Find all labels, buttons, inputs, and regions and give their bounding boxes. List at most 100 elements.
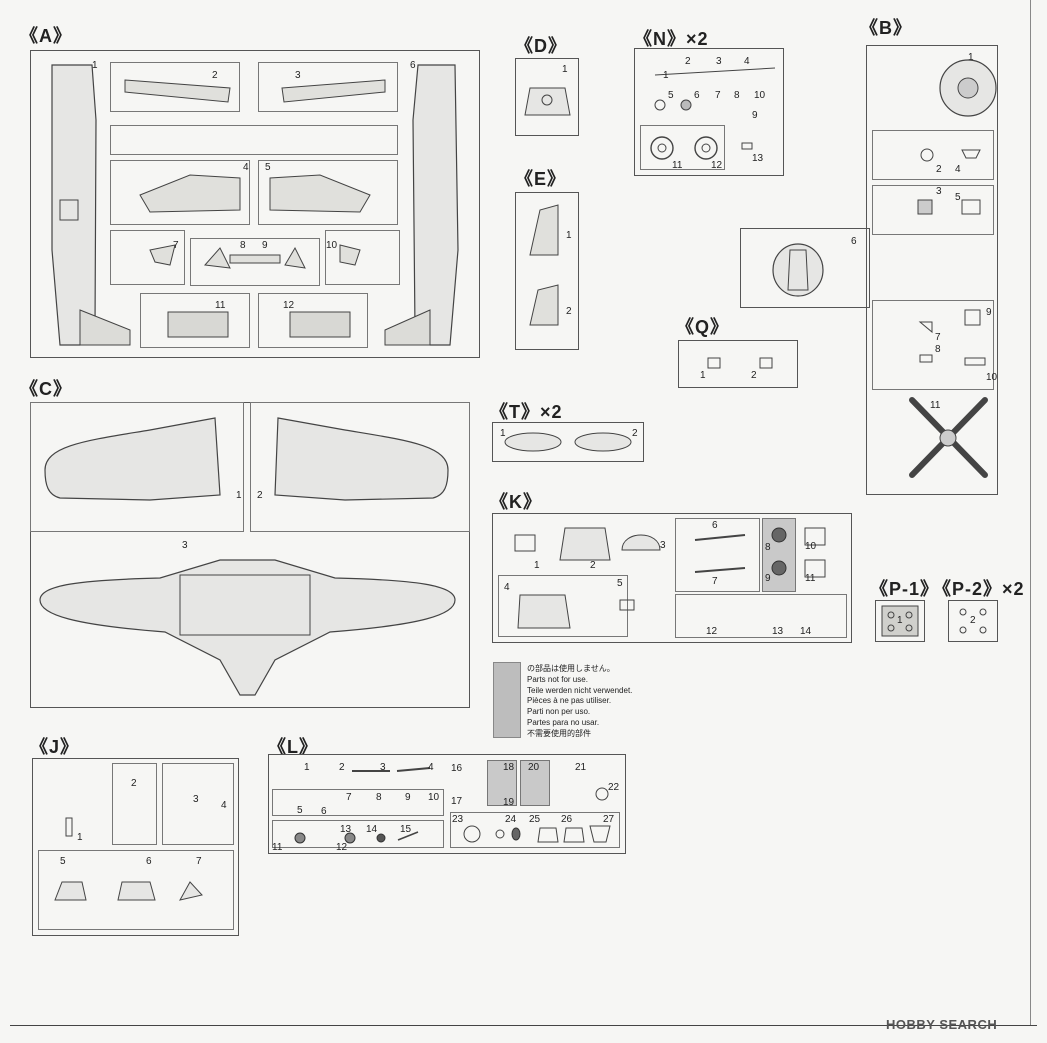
sprue-a-cell — [258, 62, 398, 112]
sprue-a-cell — [140, 293, 250, 348]
part-number: 9 — [262, 240, 268, 251]
page-right-edge — [1030, 0, 1031, 1025]
part-number: 2 — [131, 778, 137, 789]
sprue-d-frame — [515, 58, 579, 136]
part-number: 8 — [376, 792, 382, 803]
part-number: 10 — [428, 792, 440, 803]
part-number: 6 — [712, 520, 718, 531]
part-number: 2 — [632, 428, 638, 439]
sprue-t-frame — [492, 422, 644, 462]
sprue-l-cell — [272, 820, 444, 848]
sprue-a-cell — [190, 238, 320, 286]
part-number: 6 — [410, 60, 416, 71]
hobby-search-watermark: HOBBY SEARCH — [886, 1017, 998, 1032]
part-number: 2 — [970, 615, 976, 626]
sprue-c-cell — [250, 402, 470, 532]
part-number: 10 — [805, 541, 817, 552]
part-number: 6 — [321, 806, 327, 817]
part-number: 12 — [711, 160, 723, 171]
part-number: 4 — [744, 56, 750, 67]
part-number: 1 — [562, 64, 568, 75]
sprue-b-frame — [866, 45, 998, 495]
sprue-n-label: 《N》×2 — [634, 29, 709, 49]
part-number: 12 — [706, 626, 718, 637]
sprue-l-unused-cell — [487, 760, 517, 806]
sprue-b-cell — [872, 185, 994, 235]
part-number: 4 — [221, 800, 227, 811]
sprue-e-frame — [515, 192, 579, 350]
part-number: 10 — [986, 372, 998, 383]
part-number: 7 — [196, 856, 202, 867]
part-number: 24 — [505, 814, 517, 825]
sprue-a-cell — [110, 62, 240, 112]
sprue-p2-label: 《P-2》×2 — [933, 579, 1025, 599]
sprue-n-frame — [634, 48, 784, 176]
part-number: 9 — [752, 110, 758, 121]
sprue-k-cell — [498, 575, 628, 637]
part-number: 6 — [851, 236, 857, 247]
part-number: 10 — [326, 240, 338, 251]
part-number: 4 — [428, 762, 434, 773]
part-number: 25 — [529, 814, 541, 825]
part-number: 11 — [215, 300, 226, 311]
part-number: 8 — [765, 542, 771, 553]
part-number: 6 — [694, 90, 700, 101]
part-number: 13 — [752, 153, 764, 164]
part-number: 1 — [700, 370, 706, 381]
sprue-c-label: 《C》 — [20, 379, 72, 399]
part-number: 15 — [400, 824, 412, 835]
part-number: 7 — [715, 90, 721, 101]
part-number: 18 — [503, 762, 515, 773]
sprue-l-label: 《L》 — [268, 737, 318, 757]
part-number: 8 — [240, 240, 246, 251]
part-number: 2 — [212, 70, 218, 81]
part-number: 5 — [955, 192, 961, 203]
part-number: 6 — [146, 856, 152, 867]
sprue-k-frame — [492, 513, 852, 643]
part-number: 9 — [765, 573, 771, 584]
part-number: 1 — [968, 52, 974, 63]
part-number: 1 — [92, 60, 98, 71]
part-number: 3 — [936, 186, 942, 197]
part-number: 1 — [77, 832, 83, 843]
sprue-l-unused-cell — [520, 760, 550, 806]
part-number: 1 — [304, 762, 310, 773]
part-number: 2 — [257, 490, 263, 501]
part-number: 11 — [272, 842, 283, 853]
sprue-p1-frame — [875, 600, 925, 642]
part-number: 10 — [754, 90, 766, 101]
part-number: 17 — [451, 796, 463, 807]
part-number: 13 — [340, 824, 352, 835]
part-number: 7 — [173, 240, 179, 251]
sprue-b-extension — [740, 228, 870, 308]
part-number: 2 — [590, 560, 596, 571]
part-number: 3 — [716, 56, 722, 67]
part-number: 4 — [955, 164, 961, 175]
sprue-a-cell — [110, 160, 250, 225]
part-number: 23 — [452, 814, 464, 825]
sprue-a-label: 《A》 — [20, 26, 72, 46]
part-number: 9 — [986, 307, 992, 318]
sprue-a-cell — [110, 230, 185, 285]
part-number: 3 — [295, 70, 301, 81]
part-number: 1 — [534, 560, 540, 571]
sprue-e-label: 《E》 — [515, 169, 567, 189]
part-number: 11 — [930, 400, 941, 411]
part-number: 19 — [503, 797, 515, 808]
notice-text: の部品は使用しません。 Parts not for use. Teile wer… — [527, 664, 633, 738]
sprue-p2-frame — [948, 600, 998, 642]
part-number: 5 — [297, 805, 303, 816]
part-number: 3 — [182, 540, 188, 551]
part-number: 8 — [734, 90, 740, 101]
part-number: 2 — [566, 306, 572, 317]
sprue-j-cell — [112, 763, 157, 845]
part-number: 2 — [751, 370, 757, 381]
